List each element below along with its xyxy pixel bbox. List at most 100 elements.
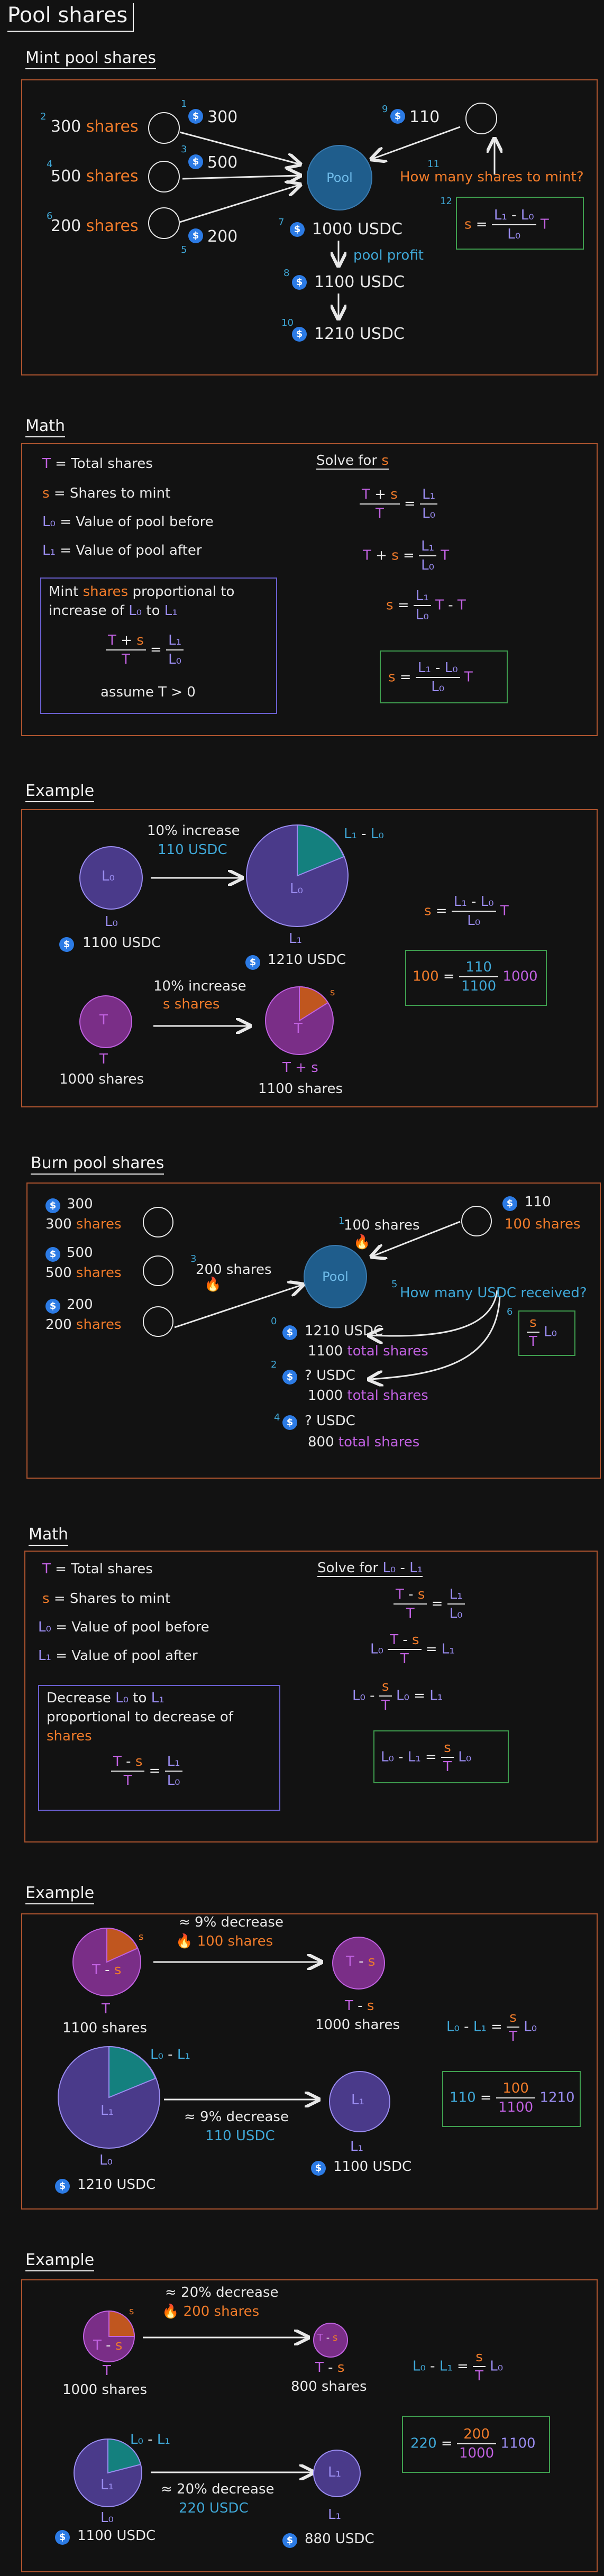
ex3-bottom-right-value: 880 USDC: [305, 2531, 374, 2547]
mint-formula-box: [456, 197, 584, 250]
user3-usdc: 200: [207, 227, 238, 246]
def2-value-before: L₀ = Value of pool before: [38, 1619, 209, 1635]
burn-user1-avatar-icon: [143, 1207, 173, 1237]
def2-total-shares: T = Total shares: [42, 1561, 153, 1577]
burn-user3-avatar-icon: [143, 1306, 173, 1337]
ex3-bottom-usdc: 220 USDC: [179, 2500, 249, 2516]
user2-avatar-icon: [148, 161, 180, 192]
pool-value-1: 1000 USDC: [312, 220, 402, 239]
pie-ts-s: s: [330, 987, 335, 998]
burn-state-1-total: 1000 total shares: [308, 1388, 428, 1404]
burn-user-shares: 100 shares: [344, 1217, 420, 1233]
step-number: 4: [274, 1412, 280, 1423]
ex3-top-right-value: 800 shares: [291, 2379, 367, 2395]
ex1-top-right-value: 1210 USDC: [268, 952, 346, 968]
step-number: 5: [391, 1279, 398, 1290]
ex2-bottom-usdc: 110 USDC: [205, 2128, 275, 2144]
def-value-after: L₁ = Value of pool after: [42, 543, 202, 558]
mint-question: How many shares to mint?: [400, 169, 584, 185]
user2-shares: 500 shares: [51, 167, 139, 186]
pie-l1-slice-label: L₁ - L₀: [344, 826, 384, 842]
step-number: 5: [181, 244, 187, 255]
pie-t-below: T: [99, 1051, 108, 1067]
ex2-pie-top-right-label: T - s: [346, 1954, 376, 1969]
step-number: 4: [47, 159, 53, 170]
ex2-top-right-value: 1000 shares: [315, 2017, 400, 2033]
usdc-coin-icon: $: [188, 109, 203, 124]
user1-usdc: 300: [207, 108, 238, 126]
step-number: 9: [382, 104, 388, 115]
ex2-pie-l1-label: L₁: [100, 2103, 114, 2119]
ex2-bottom-decrease: ≈ 9% decrease: [184, 2109, 289, 2125]
burn-pool-circle: Pool: [304, 1245, 367, 1308]
usdc-coin-icon: $: [45, 1198, 60, 1213]
usdc-coin-icon: $: [188, 154, 203, 169]
ex3-pie-ts: T - s: [93, 2337, 123, 2353]
pie-l1-below: L₁: [289, 931, 302, 947]
step-number: 11: [427, 159, 440, 170]
burn-proportion-text: Decrease L₀ to L₁: [47, 1690, 164, 1706]
ex3-pie-s: s: [129, 2306, 134, 2317]
new-user-usdc: 110: [409, 108, 440, 126]
solve2-result-box: [373, 1730, 509, 1783]
def2-value-after: L₁ = Value of pool after: [38, 1648, 198, 1664]
step-number: 2: [271, 1359, 277, 1370]
pie-t-label: T: [99, 1012, 108, 1028]
burn-state-0-total: 1100 total shares: [308, 1343, 428, 1359]
burn-shares: 200 shares: [196, 1262, 272, 1278]
user3-shares: 200 shares: [51, 217, 139, 235]
pool-profit-label: pool profit: [353, 247, 424, 263]
example3-frame: [21, 2279, 598, 2572]
ex2-calc-box: [442, 2071, 581, 2127]
usdc-coin-icon: $: [282, 2533, 297, 2548]
step-number: 10: [281, 317, 294, 328]
burn-state-2-total: 800 total shares: [308, 1434, 420, 1450]
ex3-pie-l0-below: L₀: [100, 2510, 114, 2526]
burn-heading: Burn pool shares: [31, 1154, 164, 1175]
solve-for-diff: Solve for L₀ - L₁: [317, 1560, 423, 1577]
ex3-bottom-left-value: 1100 USDC: [77, 2528, 156, 2544]
step-number: 6: [47, 210, 53, 222]
ex2-bottom-right-value: 1100 USDC: [333, 2159, 412, 2175]
ex2-pie-l0-below: L₀: [99, 2152, 113, 2168]
mint-proportion-text-2: increase of L₀ to L₁: [49, 603, 178, 619]
def2-shares: s = Shares to mint: [42, 1591, 171, 1607]
page-title: Pool shares: [7, 3, 134, 32]
ex2-bottom-left-value: 1210 USDC: [77, 2177, 156, 2193]
usdc-coin-icon: $: [390, 109, 405, 124]
step-number: 1: [338, 1215, 345, 1226]
ex1-top-usdc: 110 USDC: [158, 842, 227, 858]
arrow-user3-pool: [179, 185, 299, 223]
arrow-user4-pool: [373, 126, 461, 159]
arrow-user2-pool: [182, 176, 299, 179]
usdc-coin-icon: $: [290, 222, 305, 237]
burn-frame: [26, 1182, 601, 1479]
user3-avatar-icon: [148, 207, 180, 239]
burn-formula-box: [518, 1310, 575, 1356]
ex3-pie-l1-label: L₁: [100, 2477, 114, 2493]
ex2-pie-s: s: [139, 1931, 144, 1942]
ex3-pie-slice-label: L₀ - L₁: [130, 2432, 170, 2447]
assume-text: assume T > 0: [100, 684, 196, 700]
mint-frame: [21, 79, 598, 375]
ex1-bottom-increase: 10% increase: [153, 978, 246, 994]
burn-state-0-usdc: 1210 USDC: [305, 1323, 383, 1339]
burn-user3-shares: 200 shares: [45, 1317, 122, 1333]
ex3-bottom-decrease: ≈ 20% decrease: [161, 2481, 274, 2497]
burn-proportion-text-2: proportional to decrease of: [47, 1709, 233, 1725]
ex3-top-burn: 🔥 200 shares: [162, 2304, 260, 2320]
ex2-top-burn: 🔥 100 shares: [176, 1933, 273, 1949]
